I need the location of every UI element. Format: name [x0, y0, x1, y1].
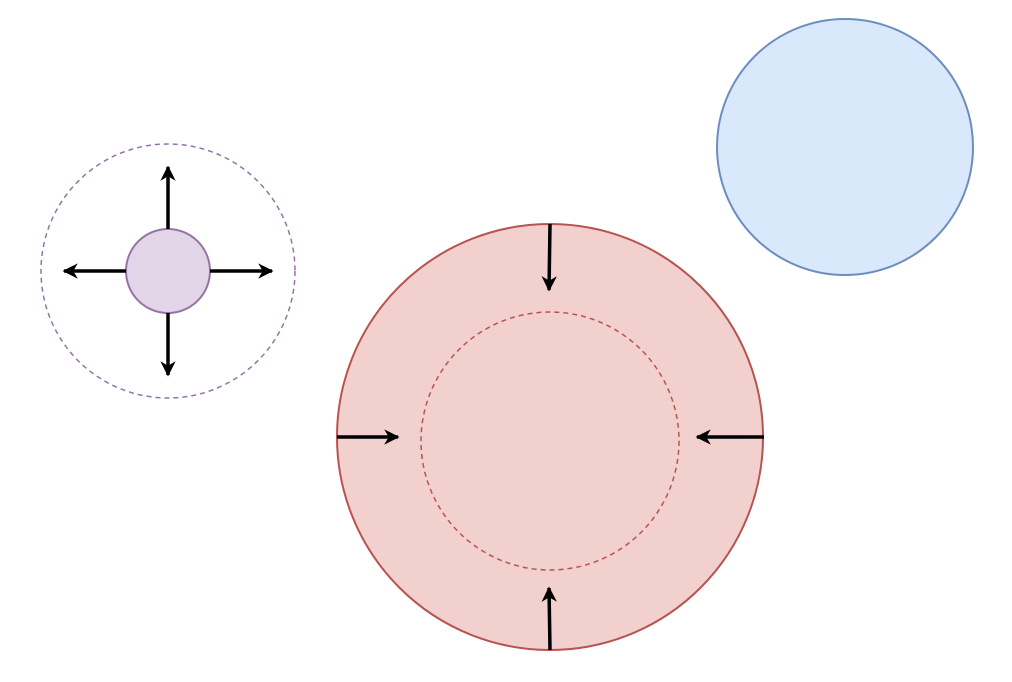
- expanding-circle-group: [40, 143, 296, 399]
- static-circle-group: [716, 18, 974, 276]
- static-blue-circle: [716, 18, 974, 276]
- inward-arrow-bottom: [541, 586, 557, 651]
- contracting-inner-dashed-boundary: [420, 311, 680, 571]
- expanding-inner-circle: [125, 228, 211, 314]
- contracting-circle-group: [336, 223, 764, 651]
- expanding-outer-dashed-boundary: [40, 143, 296, 399]
- inward-arrow-top: [541, 223, 557, 292]
